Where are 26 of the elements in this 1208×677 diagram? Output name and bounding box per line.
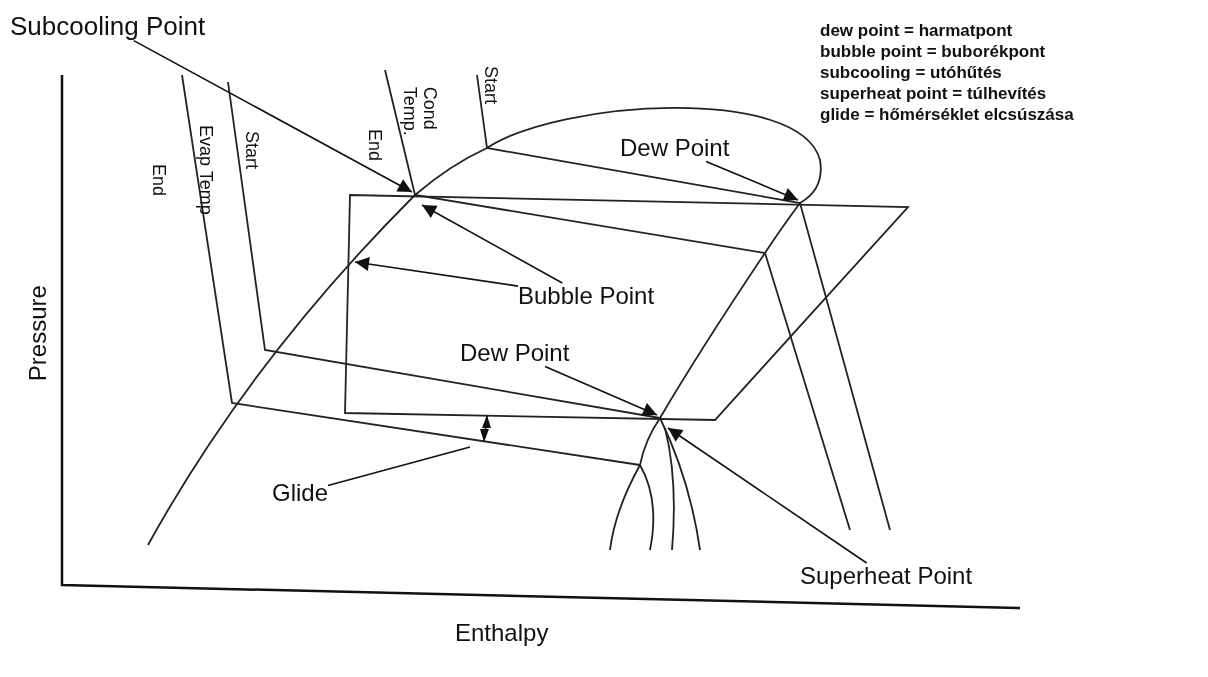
point-label: Bubble Point <box>518 283 655 310</box>
glossary-line: glide = hőmérséklet elcsúszása <box>820 106 1074 125</box>
leader-arrow <box>667 427 868 564</box>
point-label: Dew Point <box>460 340 570 367</box>
point-label: Glide <box>272 480 329 507</box>
axis-title: Pressure <box>24 285 52 382</box>
point-label: Dew Point <box>620 135 730 162</box>
leader-arrow <box>705 160 799 202</box>
glossary-line: bubble point = buborékpont <box>820 43 1046 62</box>
point-label: Superheat Point <box>800 563 973 590</box>
leader-arrow <box>421 204 564 284</box>
glossary-line: superheat point = túlhevítés <box>820 85 1047 104</box>
point-label: Subcooling Point <box>10 12 206 41</box>
glossary-line: dew point = harmatpont <box>820 22 1013 41</box>
leader-arrow <box>544 365 658 416</box>
glossary-line: subcooling = utóhűtés <box>820 64 1002 83</box>
curve-label: Evap Temp <box>194 125 215 215</box>
axis-title: Enthalpy <box>455 620 549 647</box>
curve-label: End <box>364 128 384 161</box>
leader-line <box>327 446 471 487</box>
curve-label: Start <box>480 65 500 104</box>
curve-label: End <box>148 163 168 196</box>
leader-arrow <box>354 257 519 287</box>
curve-label: Cond Temp. <box>399 86 439 137</box>
curve-label: Start <box>241 130 261 169</box>
leader-arrow <box>133 39 413 193</box>
